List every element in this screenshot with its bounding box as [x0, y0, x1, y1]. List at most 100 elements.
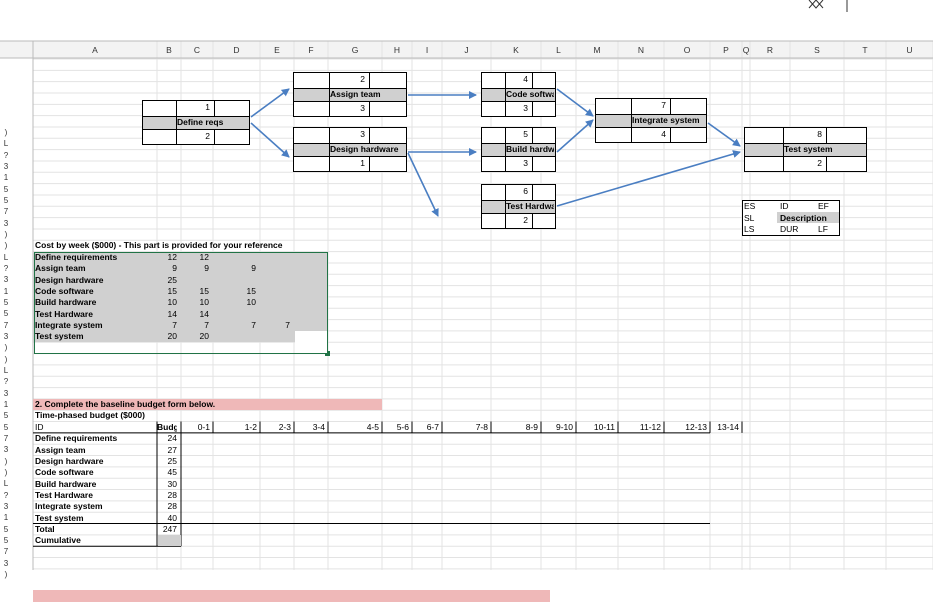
- dependency-arrow: [707, 122, 741, 147]
- cost-value: 14: [167, 308, 177, 319]
- column-header[interactable]: U: [906, 45, 913, 55]
- node-description: Integrate system: [632, 114, 700, 125]
- row-header[interactable]: 7: [3, 207, 9, 217]
- column-header[interactable]: N: [637, 45, 645, 55]
- budget-row-label: Integrate system: [35, 501, 103, 512]
- fill-handle[interactable]: [325, 350, 330, 356]
- column-header[interactable]: E: [274, 45, 280, 55]
- column-header[interactable]: S: [814, 45, 820, 55]
- column-header[interactable]: Q: [742, 45, 750, 55]
- cost-value: 15: [199, 286, 209, 297]
- cost-row-label: Build hardware: [35, 297, 97, 308]
- column-header[interactable]: T: [862, 45, 868, 55]
- column-header[interactable]: H: [393, 45, 401, 55]
- column-header[interactable]: F: [308, 45, 314, 55]
- row-header[interactable]: L: [3, 252, 9, 262]
- node-duration: 3: [523, 103, 528, 113]
- row-header[interactable]: 5: [3, 535, 9, 545]
- node-duration: 3: [523, 158, 528, 168]
- row-header[interactable]: 3: [3, 275, 9, 285]
- cost-value: 12: [199, 252, 209, 263]
- row-header[interactable]: 7: [3, 547, 9, 557]
- row-header[interactable]: 5: [3, 422, 9, 432]
- row-header[interactable]: 7: [3, 433, 9, 443]
- cost-value: 10: [199, 297, 209, 308]
- column-header[interactable]: R: [766, 45, 774, 55]
- row-header[interactable]: 5: [3, 524, 9, 534]
- cost-value: 7: [204, 320, 209, 331]
- row-header[interactable]: 5: [3, 184, 9, 194]
- period-header: 5-6: [396, 421, 409, 432]
- cost-row-label: Define requirements: [35, 252, 118, 263]
- node-duration: 1: [360, 158, 365, 168]
- row-header[interactable]: 1: [3, 286, 9, 296]
- row-header[interactable]: 5: [3, 309, 9, 319]
- row-header[interactable]: 1: [3, 513, 9, 523]
- row-header[interactable]: L: [3, 365, 9, 375]
- column-header[interactable]: O: [683, 45, 691, 55]
- row-header[interactable]: 3: [3, 445, 9, 455]
- column-header[interactable]: K: [513, 45, 519, 55]
- row-header[interactable]: 7: [3, 320, 9, 330]
- budget-row-label: Test Hardware: [35, 490, 93, 501]
- row-header[interactable]: 3: [3, 161, 9, 171]
- budget-title: Time-phased budget ($000): [35, 410, 145, 421]
- legend-dur: DUR: [780, 224, 799, 234]
- row-header[interactable]: ): [4, 354, 8, 364]
- row-header[interactable]: L: [3, 479, 9, 489]
- row-header[interactable]: 3: [3, 331, 9, 341]
- cost-table-title: Cost by week ($000) - This part is provi…: [35, 240, 283, 251]
- column-header[interactable]: G: [351, 45, 359, 55]
- row-header[interactable]: 5: [3, 195, 9, 205]
- dependency-arrow: [250, 88, 290, 118]
- row-header[interactable]: 3: [3, 218, 9, 228]
- selection-range[interactable]: [33, 251, 328, 354]
- network-node: [744, 127, 867, 172]
- column-header[interactable]: I: [425, 45, 429, 55]
- budget-value: 24: [167, 433, 177, 444]
- column-header[interactable]: J: [464, 45, 469, 55]
- column-header[interactable]: L: [556, 45, 561, 55]
- row-header[interactable]: ?: [3, 377, 9, 387]
- node-id: 2: [360, 74, 365, 84]
- network-node: [142, 100, 250, 145]
- row-header[interactable]: ?: [3, 263, 9, 273]
- row-header[interactable]: ): [4, 456, 8, 466]
- row-header[interactable]: ): [4, 467, 8, 477]
- row-header[interactable]: 3: [3, 501, 9, 511]
- legend-sl: SL: [744, 212, 755, 223]
- legend-es: ES: [744, 201, 756, 211]
- column-header[interactable]: A: [92, 45, 98, 55]
- row-header[interactable]: 1: [3, 399, 9, 409]
- legend-id: ID: [780, 201, 789, 211]
- column-header[interactable]: B: [166, 45, 172, 55]
- row-header[interactable]: L: [3, 139, 9, 149]
- row-header[interactable]: 3: [3, 558, 9, 568]
- row-header[interactable]: ?: [3, 490, 9, 500]
- row-header[interactable]: ?: [3, 150, 9, 160]
- period-header: 9-10: [555, 421, 573, 432]
- column-header[interactable]: C: [193, 45, 201, 55]
- row-header[interactable]: ): [4, 229, 8, 239]
- column-header[interactable]: M: [593, 45, 601, 55]
- row-header[interactable]: ): [4, 127, 8, 137]
- network-node: [293, 72, 407, 117]
- budget-row-label: Build hardware: [35, 478, 97, 489]
- row-header[interactable]: ): [4, 241, 8, 251]
- row-header[interactable]: 5: [3, 411, 9, 421]
- cost-row-label: Code software: [35, 286, 94, 297]
- row-header[interactable]: 5: [3, 297, 9, 307]
- budget-instruction: 2. Complete the baseline budget form bel…: [35, 398, 216, 409]
- dependency-arrow: [556, 88, 594, 117]
- row-header[interactable]: ): [4, 569, 8, 579]
- period-header: 4-5: [366, 421, 379, 432]
- row-header[interactable]: ): [4, 343, 8, 353]
- row-header[interactable]: 3: [3, 388, 9, 398]
- node-id: 8: [817, 129, 822, 139]
- column-header[interactable]: P: [723, 45, 729, 55]
- cost-row-label: Assign team: [35, 263, 86, 274]
- row-header[interactable]: 1: [3, 173, 9, 183]
- column-header[interactable]: D: [233, 45, 240, 55]
- budget-value: 40: [167, 512, 177, 523]
